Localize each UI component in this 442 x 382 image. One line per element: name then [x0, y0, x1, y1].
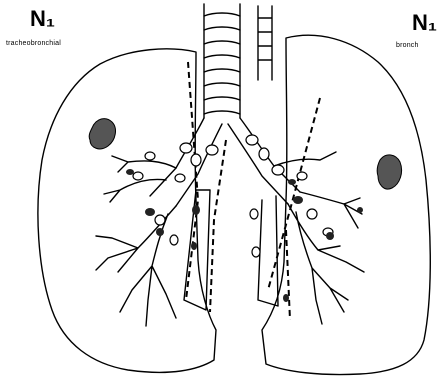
left-lower-branches: [96, 206, 176, 326]
lymph-nodes-involved: [126, 169, 363, 302]
right-resection-line: [268, 98, 320, 290]
trachea: [204, 4, 240, 118]
right-tumour: [377, 155, 401, 189]
left-station-label: N₁: [30, 8, 55, 30]
left-station-caption: tracheobronchial: [6, 40, 61, 48]
right-lower-branches: [288, 204, 364, 324]
right-station-caption: bronch: [396, 42, 419, 50]
left-tumour: [89, 119, 115, 149]
left-main-bronchus: [150, 118, 222, 206]
right-vertical-line: [286, 230, 290, 320]
right-station-label: N₁: [412, 12, 437, 34]
left-lung-outline: [38, 49, 216, 373]
left-oblique-line: [210, 140, 226, 312]
tracheal-rings: [204, 13, 240, 114]
right-hilum-outline: [258, 6, 272, 80]
right-vessel-strip: [258, 196, 278, 306]
